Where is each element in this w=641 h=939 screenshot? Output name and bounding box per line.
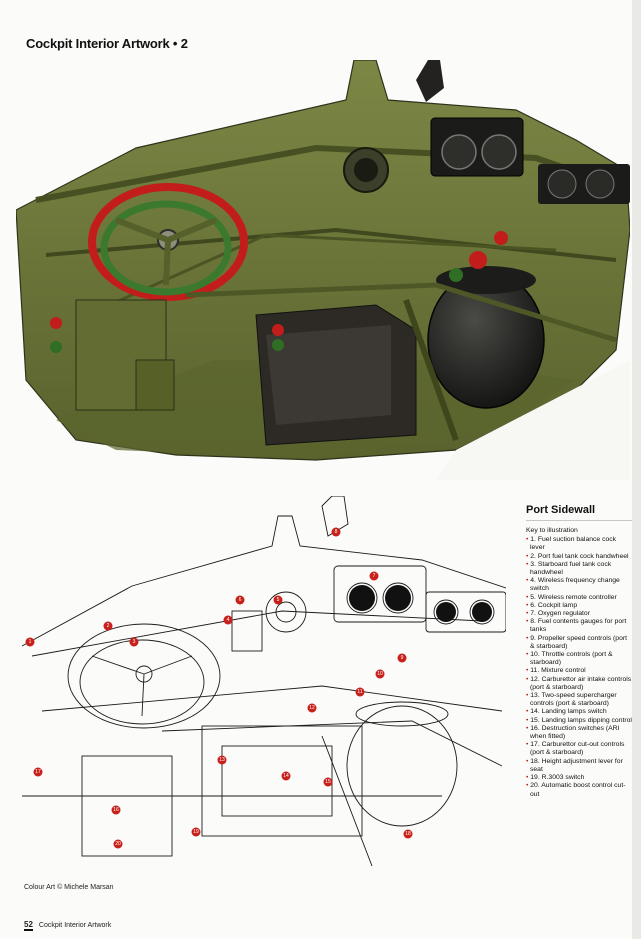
callout-18: 18 [403,829,413,839]
svg-text:6: 6 [239,597,242,603]
callout-15: 15 [323,777,333,787]
page-edge [632,0,641,939]
svg-text:20: 20 [115,841,121,847]
key-item: 5. Wireless remote controller [526,594,632,602]
callout-6: 6 [235,595,245,605]
svg-text:1: 1 [29,639,32,645]
key-item: 4. Wireless frequency change switch [526,577,632,593]
key-item: 11. Mixture control [526,667,632,675]
key-item: 15. Landing lamps dipping control [526,717,632,725]
key-item: 14. Landing lamps switch [526,708,632,716]
callout-5: 5 [273,595,283,605]
svg-text:12: 12 [309,705,315,711]
key-item: 17. Carburettor cut-out controls (port &… [526,741,632,757]
key-item: 9. Propeller speed controls (port & star… [526,635,632,651]
callout-19: 19 [191,827,201,837]
line-art-key-illustration: 1 2 3 4 5 6 7 8 9 10 11 12 13 14 15 16 1… [22,496,506,867]
callout-17: 17 [33,767,43,777]
key-item: 18. Height adjustment lever for seat [526,758,632,774]
page-footer: 52 Cockpit Interior Artwork [24,920,111,931]
key-item: 2. Port fuel tank cock handwheel [526,553,632,561]
key-item: 13. Two-speed supercharger controls (por… [526,692,632,708]
key-item: 20. Automatic boost control cut-out [526,782,632,798]
key-item: 7. Oxygen regulator [526,610,632,618]
key-item: 10. Throttle controls (port & starboard) [526,651,632,667]
key-item: 19. R.3003 switch [526,774,632,782]
key-item: 3. Starboard fuel tank cock handwheel [526,561,632,577]
callout-12: 12 [307,703,317,713]
svg-text:11: 11 [357,689,362,695]
callout-10: 10 [375,669,385,679]
callout-11: 11 [355,687,365,697]
svg-text:5: 5 [277,597,280,603]
callout-8: 8 [331,527,341,537]
callout-16: 16 [111,805,121,815]
key-intro: Key to illustration [526,527,578,534]
callout-13: 13 [217,755,227,765]
key-list: 1. Fuel suction balance cock lever2. Por… [526,536,632,799]
callout-20: 20 [113,839,123,849]
colour-cockpit-artwork [16,60,630,480]
callout-markers: 1 2 3 4 5 6 7 8 9 10 11 12 13 14 15 16 1… [25,527,413,849]
callout-14: 14 [281,771,291,781]
svg-text:10: 10 [377,671,383,677]
svg-text:7: 7 [373,573,376,579]
callout-9: 9 [397,653,407,663]
artwork-credit: Colour Art © Michele Marsan [24,884,114,891]
svg-text:14: 14 [283,773,289,779]
key-item: 8. Fuel contents gauges for port tanks [526,618,632,634]
svg-text:4: 4 [227,617,230,623]
key-item: 1. Fuel suction balance cock lever [526,536,632,552]
svg-text:8: 8 [335,529,338,535]
key-sidebar: Port Sidewall Key to illustration 1. Fue… [526,504,632,799]
svg-text:16: 16 [113,807,119,813]
page-number: 52 [24,920,33,931]
page-title: Cockpit Interior Artwork • 2 [26,36,188,51]
sidebar-title: Port Sidewall [526,504,632,521]
svg-text:2: 2 [107,623,110,629]
svg-text:17: 17 [35,769,41,775]
key-item: 16. Destruction switches (ARI when fitte… [526,725,632,741]
svg-text:13: 13 [219,757,225,763]
callout-1: 1 [25,637,35,647]
callout-3: 3 [129,637,139,647]
svg-text:18: 18 [405,831,411,837]
key-item: 6. Cockpit lamp [526,602,632,610]
callout-2: 2 [103,621,113,631]
svg-text:19: 19 [193,829,199,835]
svg-text:3: 3 [133,639,136,645]
key-item: 12. Carburettor air intake controls (por… [526,676,632,692]
footer-section: Cockpit Interior Artwork [38,922,112,929]
svg-text:15: 15 [325,779,331,785]
callout-7: 7 [369,571,379,581]
svg-text:9: 9 [401,655,404,661]
callout-4: 4 [223,615,233,625]
